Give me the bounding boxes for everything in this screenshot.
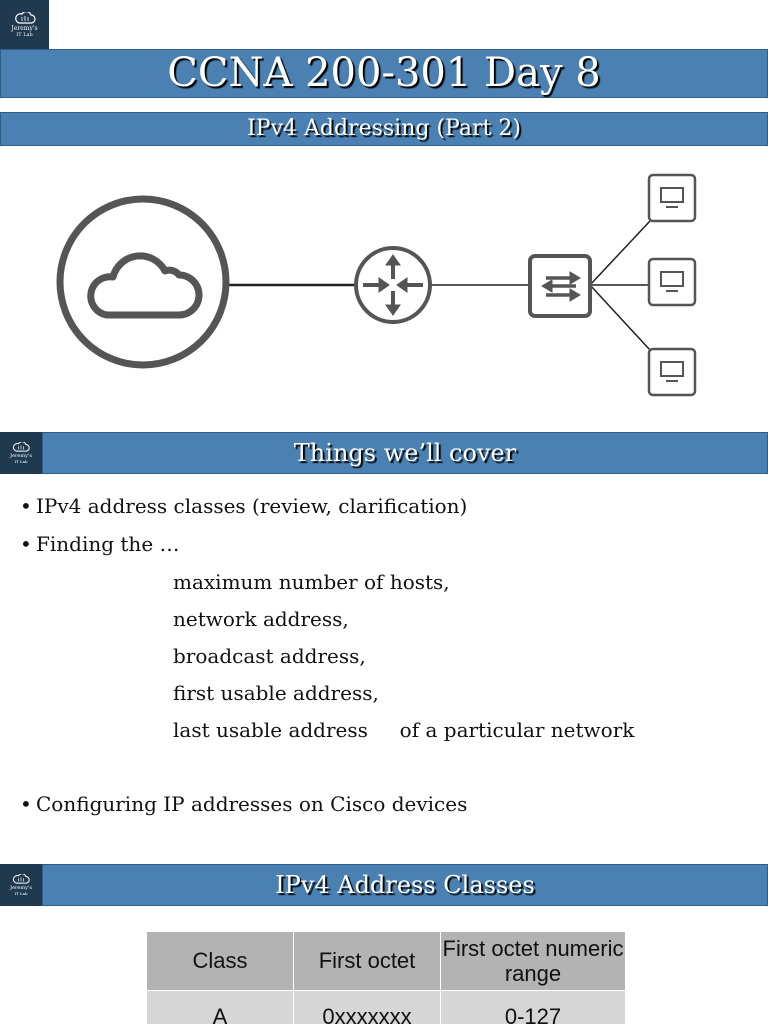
router-icon [354, 246, 432, 324]
logo-line1: Jeremy's [10, 453, 32, 459]
network-diagram [56, 173, 697, 397]
sub-item: broadcast address, [173, 644, 366, 668]
list-item: •IPv4 address classes (review, clarifica… [20, 494, 468, 518]
pc-icon [647, 173, 697, 223]
table-header: Class [146, 931, 294, 991]
pc-icon [647, 257, 697, 307]
section-heading-classes: IPv4 Address Classes [42, 864, 768, 906]
pc-icon [647, 347, 697, 397]
sub-item: last usable address of a particular netw… [173, 718, 635, 742]
cloud-icon [56, 195, 230, 369]
section-heading-text: Things we’ll cover [293, 439, 517, 467]
logo-small: Jeremy's IT Lab [0, 864, 42, 906]
table-header: First octet numeric range [440, 931, 626, 991]
table-cell: A [146, 990, 294, 1024]
list-item: •Finding the … [20, 532, 180, 556]
table-cell: 0-127 [440, 990, 626, 1024]
switch-icon [528, 254, 592, 318]
logo-line1: Jeremy's [10, 885, 32, 891]
link-switch-pc3 [589, 284, 651, 351]
sub-item: first usable address, [173, 681, 379, 705]
slide-subtitle: IPv4 Addressing (Part 2) [0, 112, 768, 146]
table-row: A 0xxxxxxx 0-127 [146, 990, 626, 1024]
cloud-circuit-icon [12, 442, 30, 452]
logo-small: Jeremy's IT Lab [0, 432, 42, 474]
logo-line2: IT Lab [16, 31, 33, 38]
list-item: •Configuring IP addresses on Cisco devic… [20, 792, 468, 816]
logo-line2: IT Lab [14, 459, 28, 464]
section-heading-text: IPv4 Address Classes [275, 871, 535, 899]
sub-item: network address, [173, 607, 349, 631]
table-cell: 0xxxxxxx [293, 990, 441, 1024]
address-class-table: Class First octet First octet numeric ra… [146, 931, 626, 1024]
table-header: First octet [293, 931, 441, 991]
logo: Jeremy's IT Lab [0, 0, 49, 49]
link-switch-pc1 [589, 220, 651, 286]
cloud-circuit-icon [12, 874, 30, 884]
section-heading-cover: Things we’ll cover [42, 432, 768, 474]
logo-line1: Jeremy's [11, 24, 38, 32]
cloud-circuit-icon [14, 11, 36, 24]
slide-title: CCNA 200-301 Day 8 [0, 49, 768, 98]
logo-line2: IT Lab [14, 891, 28, 896]
sub-item: maximum number of hosts, [173, 570, 450, 594]
